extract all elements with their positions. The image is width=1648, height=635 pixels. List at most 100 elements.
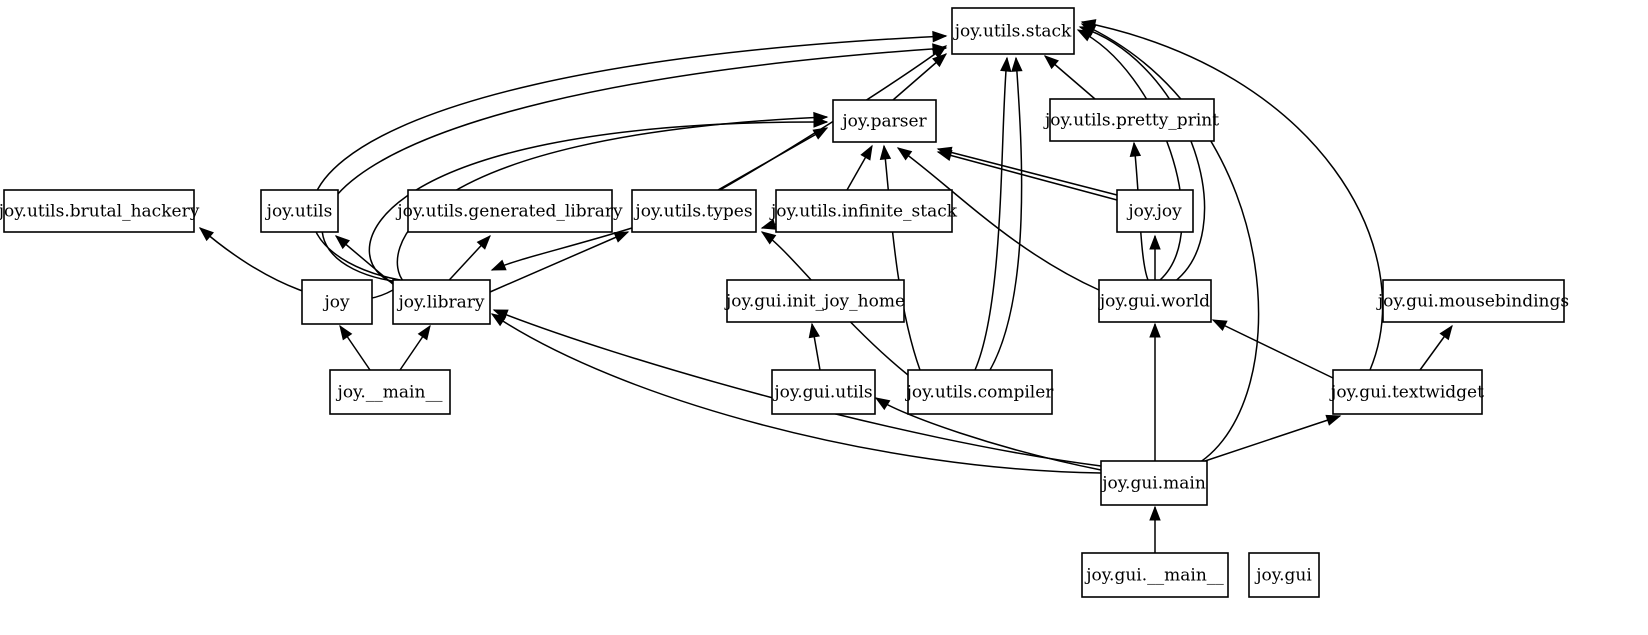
node-joy_gui_world[interactable]: joy.gui.world <box>1098 279 1212 323</box>
arrowhead-icon <box>476 234 491 250</box>
node-joy_joy[interactable]: joy.joy <box>1116 189 1194 233</box>
arrowhead-icon <box>1011 56 1023 72</box>
node-joy_gui_init_joy_home[interactable]: joy.gui.init_joy_home <box>724 279 905 323</box>
node-box[interactable] <box>1049 98 1215 142</box>
node-box[interactable] <box>726 279 905 323</box>
node-box[interactable] <box>1081 552 1229 598</box>
arrowhead-icon <box>490 313 507 327</box>
edge-joy_utils_compiler-to-joy_parser <box>883 145 921 371</box>
node-joy_gui[interactable]: joy.gui <box>1248 552 1320 598</box>
node-joy_utils_pretty_print[interactable]: joy.utils.pretty_print <box>1043 98 1219 142</box>
node-box[interactable] <box>951 7 1075 55</box>
node-box[interactable] <box>301 279 373 325</box>
node-box[interactable] <box>329 369 451 415</box>
node-joy_gui_main[interactable]: joy.gui.main <box>1100 460 1208 506</box>
node-box[interactable] <box>1098 279 1212 323</box>
node-joy_utils_types[interactable]: joy.utils.types <box>631 189 757 233</box>
node-label: joy.utils <box>265 202 333 222</box>
node-label: joy.gui.textwidget <box>1329 383 1484 403</box>
arrowhead-icon <box>896 147 913 161</box>
arrowhead-icon <box>1325 414 1342 426</box>
edge-joy_gui_main-to-joy_gui_textwidget <box>1189 415 1341 467</box>
arrowhead-icon <box>1211 319 1228 332</box>
node-box[interactable] <box>832 99 937 143</box>
node-label: joy.gui <box>1254 566 1312 586</box>
arrowhead-icon <box>808 322 820 339</box>
node-label: joy.gui.mousebindings <box>1376 292 1569 312</box>
node-label: joy <box>322 293 350 313</box>
arrowhead-icon <box>1439 324 1453 341</box>
arrowhead-icon <box>339 324 353 341</box>
node-label: joy.utils.brutal_hackery <box>0 202 200 222</box>
node-label: joy.gui.utils <box>772 383 872 403</box>
arrowhead-icon <box>1149 234 1161 250</box>
edge-joy_gui_textwidget-to-joy_utils_stack <box>1081 21 1384 371</box>
node-joy_gui_textwidget[interactable]: joy.gui.textwidget <box>1329 369 1484 415</box>
node-joy_utils_infinite_stack[interactable]: joy.utils.infinite_stack <box>769 189 958 233</box>
node-box[interactable] <box>775 189 953 233</box>
arrowhead-icon <box>931 45 948 59</box>
arrowhead-icon <box>1043 55 1059 70</box>
node-box[interactable] <box>1248 552 1320 598</box>
node-box[interactable] <box>631 189 757 233</box>
edge-joy_gui_main-to-joy_utils_stack <box>1081 23 1260 471</box>
node-box[interactable] <box>1100 460 1208 506</box>
arrowhead-icon <box>932 30 948 43</box>
node-joy_library[interactable]: joy.library <box>392 279 491 325</box>
arrowhead-icon <box>1149 505 1161 521</box>
node-label: joy.gui.main <box>1100 474 1206 494</box>
edge-joy_utils_compiler-to-joy_utils_stack <box>974 57 1008 371</box>
nodes-layer: joy.utils.stack joy.parser joy.utils.prett… <box>0 7 1569 598</box>
arrowhead-icon <box>760 231 777 245</box>
node-box[interactable] <box>1382 279 1565 323</box>
edge-joy_gui_world-to-joy_utils_stack <box>1079 26 1206 286</box>
node-label: joy.parser <box>840 112 927 132</box>
arrowhead-icon <box>1080 19 1097 31</box>
node-joy_gui_mousebindings[interactable]: joy.gui.mousebindings <box>1376 279 1569 323</box>
node-box[interactable] <box>771 369 876 415</box>
arrowhead-icon <box>198 227 214 242</box>
arrowhead-icon <box>334 235 351 250</box>
arrowhead-icon <box>1129 141 1142 158</box>
node-joy_utils_stack[interactable]: joy.utils.stack <box>951 7 1075 55</box>
node-box[interactable] <box>407 189 613 233</box>
node-label: joy.utils.compiler <box>905 383 1055 403</box>
node-box[interactable] <box>1332 369 1483 415</box>
arrowhead-icon <box>879 144 892 161</box>
edge-joy_utils_compiler-to-joy_utils_stack <box>989 57 1023 371</box>
edge-joy_gui_main-to-joy_library <box>493 309 1102 467</box>
edge-joy_library-to-joy_utils_types <box>489 231 629 293</box>
arrowhead-icon <box>613 231 630 243</box>
node-joy_utils[interactable]: joy.utils <box>260 189 339 233</box>
node-joy_gui_utils[interactable]: joy.gui.utils <box>771 369 876 415</box>
node-label: joy.utils.types <box>633 202 752 222</box>
node-label: joy.gui.init_joy_home <box>724 292 905 312</box>
node-joy_gui___main__[interactable]: joy.gui.__main__ <box>1081 552 1229 598</box>
node-box[interactable] <box>3 189 195 233</box>
node-joy_utils_compiler[interactable]: joy.utils.compiler <box>905 369 1055 415</box>
node-joy___main__[interactable]: joy.__main__ <box>329 369 451 415</box>
node-joy_utils_brutal_hackery[interactable]: joy.utils.brutal_hackery <box>0 189 200 233</box>
arrowhead-icon <box>760 218 777 230</box>
node-box[interactable] <box>392 279 491 325</box>
arrowhead-icon <box>1000 56 1012 72</box>
edge-joy_gui_world-to-joy_parser <box>897 147 1100 291</box>
node-joy_parser[interactable]: joy.parser <box>832 99 937 143</box>
edge-joy_library-to-joy_utils_stack <box>310 35 947 281</box>
node-box[interactable] <box>260 189 339 233</box>
node-box[interactable] <box>1116 189 1194 233</box>
node-joy[interactable]: joy <box>301 279 373 325</box>
node-label: joy.library <box>396 293 484 313</box>
edge-joy_joy-to-joy_parser <box>937 148 1118 196</box>
node-box[interactable] <box>907 369 1053 415</box>
edge-joy_library-to-joy_utils_stack <box>321 47 947 283</box>
edge-joy_gui_world-to-joy_utils_stack <box>1077 29 1183 281</box>
node-label: joy.__main__ <box>336 383 443 403</box>
arrowhead-icon <box>1149 322 1161 338</box>
arrowhead-icon <box>936 149 953 162</box>
arrowhead-icon <box>417 324 431 341</box>
node-joy_utils_generated_library[interactable]: joy.utils.generated_library <box>395 189 623 233</box>
edge-joy_library-to-joy_utils <box>335 235 401 291</box>
edge-joy_joy-to-joy_parser <box>937 151 1118 201</box>
